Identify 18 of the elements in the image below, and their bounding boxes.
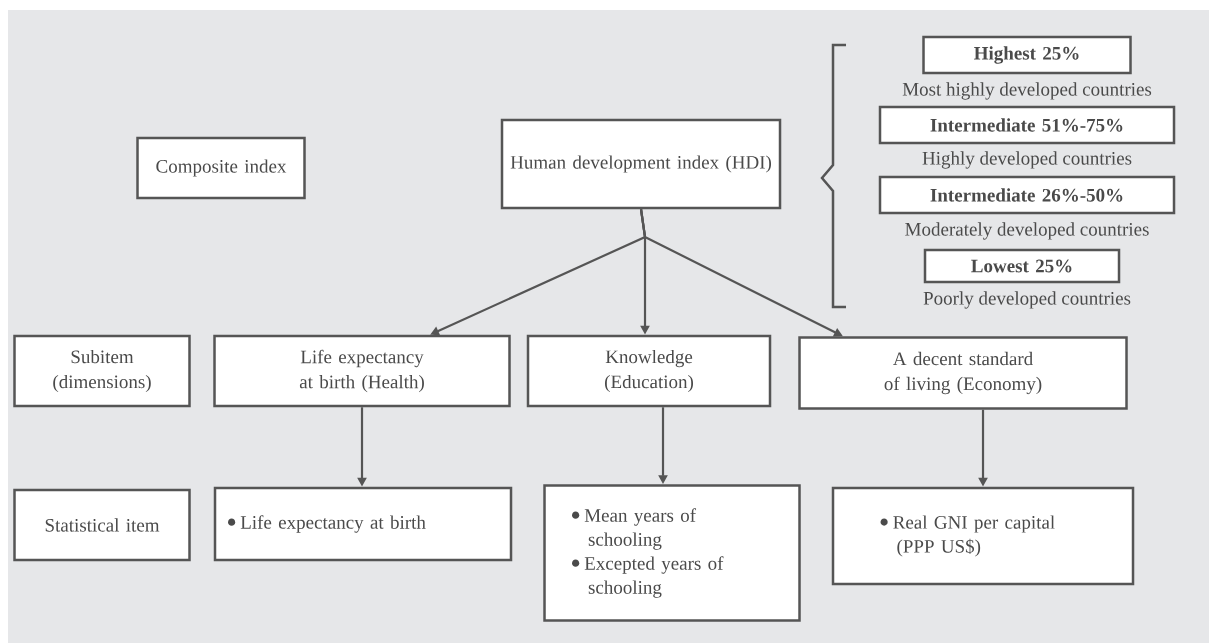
label-box: Subitem (dimensions)	[13, 334, 191, 408]
caption-text: Highly developed countries	[922, 151, 1132, 169]
label-box: Composite index	[136, 136, 306, 200]
label-box: A decent standard of living (Economy)	[798, 336, 1128, 410]
caption-text: Moderately developed countries	[905, 222, 1149, 240]
rank-box: Highest 25%	[922, 35, 1132, 75]
caption-text: Poorly developed countries	[923, 291, 1131, 309]
rank-box: Intermediate 51%-75%	[878, 105, 1176, 145]
item-box: Real GNI per capital (PPP US$)	[831, 486, 1135, 586]
rank-box: Lowest 25%	[923, 248, 1121, 284]
caption-text: Most highly developed countries	[902, 82, 1152, 100]
label-box: Knowledge (Education)	[526, 334, 772, 408]
rank-box: Intermediate 26%-50%	[878, 175, 1176, 215]
label-box: Statistical item	[13, 488, 191, 562]
item-box: Mean years of schooling Excepted years of schooling	[543, 484, 801, 622]
label-box: Life expectancy at birth (Health)	[213, 334, 511, 408]
label-box: Human development index (HDI)	[500, 118, 782, 210]
item-box: Life expectancy at birth	[213, 486, 513, 562]
